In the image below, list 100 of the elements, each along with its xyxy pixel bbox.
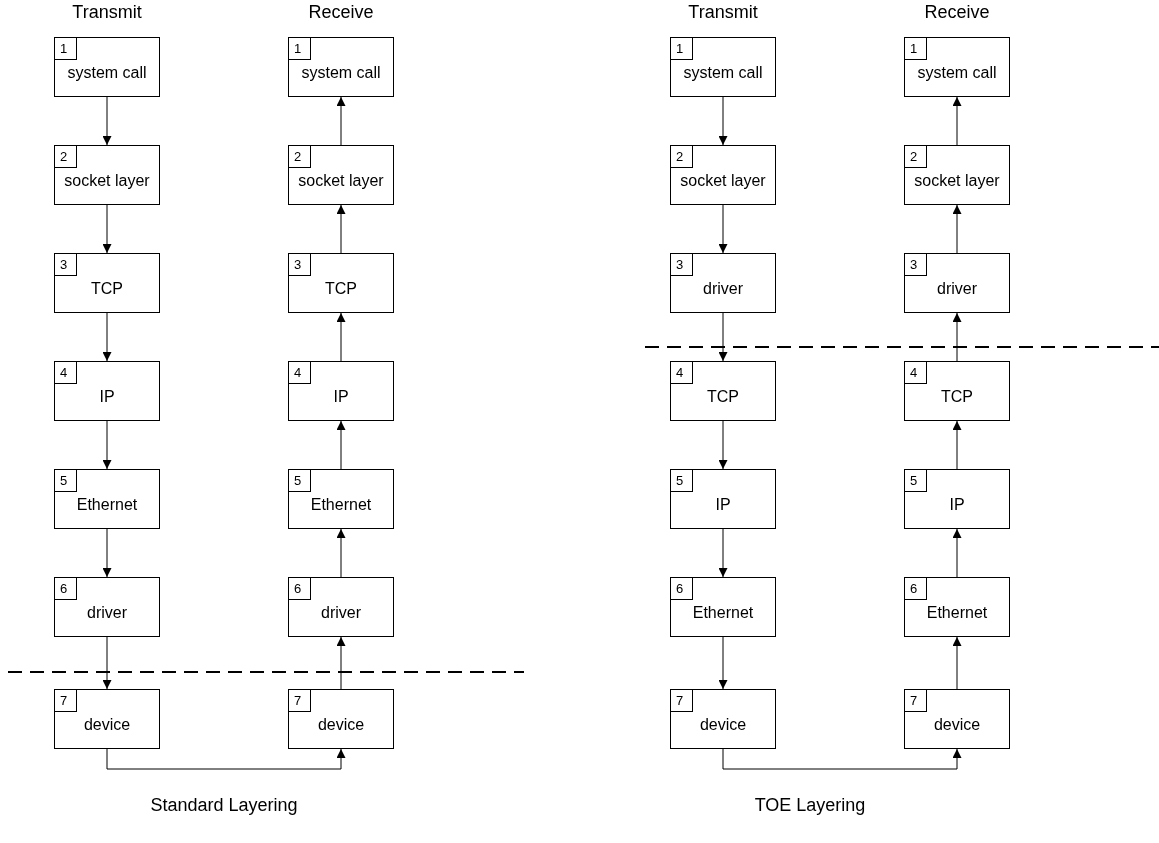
layer-box: [904, 145, 1010, 205]
layer-number: 7: [671, 690, 693, 712]
arrow: [102, 96, 112, 146]
layer-number: 2: [905, 146, 927, 168]
layer-box: [288, 253, 394, 313]
layer-name: socket layer: [298, 172, 384, 190]
layer-name: IP: [333, 388, 349, 406]
arrow: [336, 312, 346, 362]
layer-box: [288, 145, 394, 205]
layer-box: [670, 145, 776, 205]
arrow: [102, 204, 112, 254]
layer-number: 4: [289, 362, 311, 384]
column-heading: Receive: [308, 2, 374, 23]
layer-number: 6: [55, 578, 77, 600]
column-heading: Receive: [924, 2, 990, 23]
layer-number: 3: [905, 254, 927, 276]
arrow: [718, 636, 728, 690]
layer-box: [904, 37, 1010, 97]
column-heading: Transmit: [72, 2, 142, 23]
layer-box: [288, 469, 394, 529]
layer-number: 1: [905, 38, 927, 60]
layer-box: [670, 469, 776, 529]
layer-number: 2: [671, 146, 693, 168]
layer-number: 5: [55, 470, 77, 492]
arrow: [952, 96, 962, 146]
layer-name: Ethernet: [310, 496, 372, 514]
layer-name: Ethernet: [692, 604, 754, 622]
layer-name: driver: [937, 280, 977, 298]
layer-name: device: [317, 716, 365, 734]
layer-name: socket layer: [64, 172, 150, 190]
arrow: [102, 420, 112, 470]
layer-number: 6: [905, 578, 927, 600]
arrow: [952, 312, 962, 362]
layer-box: [904, 253, 1010, 313]
arrow: [102, 636, 112, 690]
layer-box: [670, 253, 776, 313]
arrow: [718, 420, 728, 470]
layer-name: TCP: [325, 280, 357, 298]
layer-box: [54, 577, 160, 637]
layer-name: Ethernet: [76, 496, 138, 514]
layer-name: TCP: [941, 388, 973, 406]
layer-name: device: [933, 716, 981, 734]
layer-box: [904, 361, 1010, 421]
layer-name: driver: [321, 604, 361, 622]
layer-name: TCP: [91, 280, 123, 298]
layer-number: 5: [671, 470, 693, 492]
layer-name: socket layer: [914, 172, 1000, 190]
layer-box: [54, 145, 160, 205]
arrow: [952, 636, 962, 690]
layer-box: [670, 37, 776, 97]
layer-box: [904, 689, 1010, 749]
layer-number: 1: [671, 38, 693, 60]
layer-box: [670, 577, 776, 637]
arrow: [336, 636, 346, 690]
arrow: [336, 528, 346, 578]
layer-name: system call: [67, 64, 147, 82]
diagram-caption: Standard Layering: [150, 795, 298, 816]
layer-number: 7: [905, 690, 927, 712]
layer-box: [54, 361, 160, 421]
layer-number: 2: [289, 146, 311, 168]
layer-number: 1: [55, 38, 77, 60]
layer-name: TCP: [707, 388, 739, 406]
column-heading: Transmit: [688, 2, 758, 23]
layer-box: [288, 689, 394, 749]
layer-number: 6: [671, 578, 693, 600]
arrow: [718, 312, 728, 362]
arrow: [952, 420, 962, 470]
diagram-caption: TOE Layering: [754, 795, 866, 816]
layer-name: driver: [87, 604, 127, 622]
layer-box: [288, 37, 394, 97]
layer-name: system call: [917, 64, 997, 82]
layer-number: 3: [671, 254, 693, 276]
layer-box: [54, 689, 160, 749]
layer-box: [904, 577, 1010, 637]
layer-number: 4: [671, 362, 693, 384]
arrow: [722, 748, 962, 770]
layer-number: 2: [55, 146, 77, 168]
layer-number: 6: [289, 578, 311, 600]
arrow: [336, 420, 346, 470]
layer-box: [54, 469, 160, 529]
layer-name: device: [83, 716, 131, 734]
layer-box: [670, 361, 776, 421]
layer-name: system call: [301, 64, 381, 82]
layer-box: [904, 469, 1010, 529]
layer-box: [54, 37, 160, 97]
layer-box: [288, 577, 394, 637]
layer-name: socket layer: [680, 172, 766, 190]
layer-name: IP: [99, 388, 115, 406]
arrow: [718, 528, 728, 578]
layer-name: device: [699, 716, 747, 734]
arrow: [102, 528, 112, 578]
arrow: [102, 312, 112, 362]
layer-number: 1: [289, 38, 311, 60]
layer-number: 5: [905, 470, 927, 492]
layer-number: 3: [55, 254, 77, 276]
arrow: [718, 204, 728, 254]
layer-name: driver: [703, 280, 743, 298]
layer-name: IP: [715, 496, 731, 514]
layer-number: 4: [905, 362, 927, 384]
arrow: [106, 748, 346, 770]
